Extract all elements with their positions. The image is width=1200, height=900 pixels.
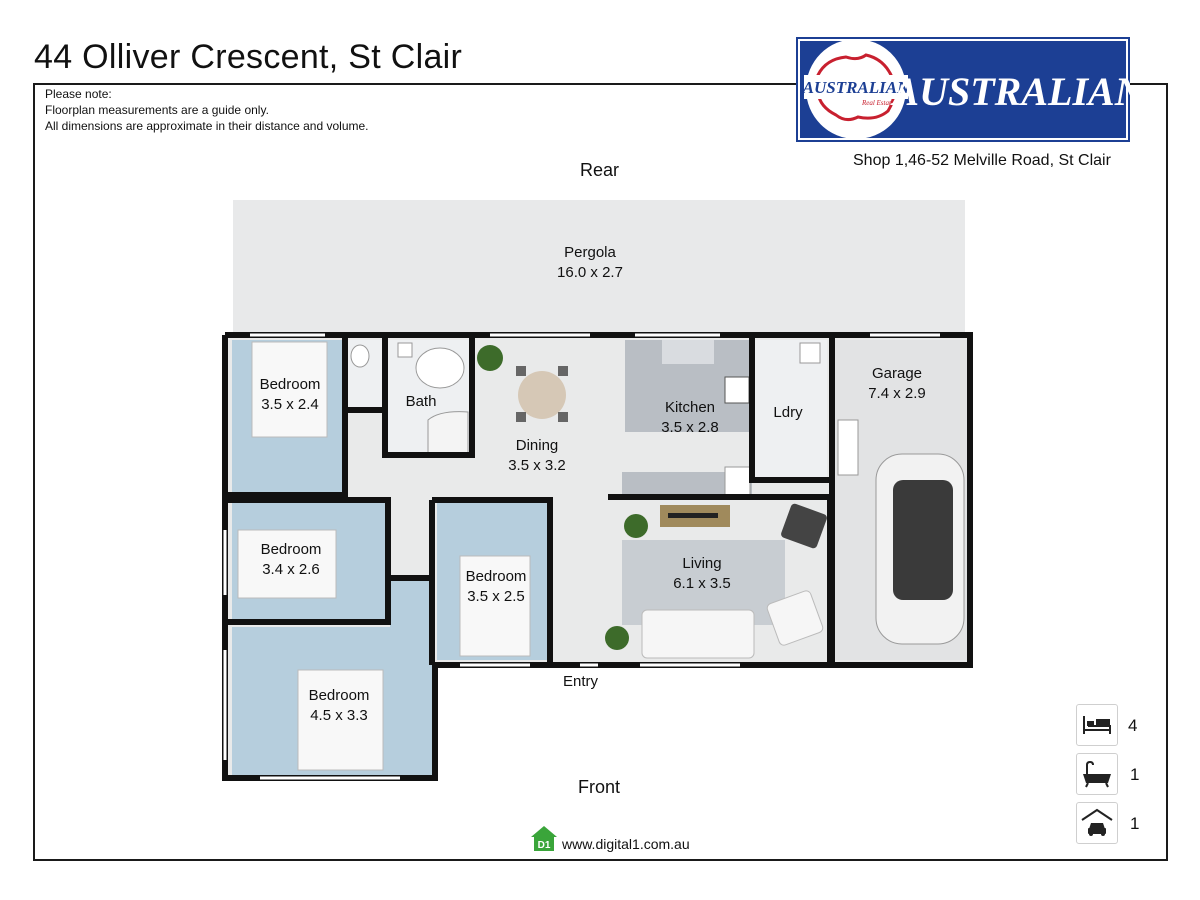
bedroom-4-label: Bedroom 4.5 x 3.3: [308, 687, 370, 724]
bed-icon: [297, 669, 384, 771]
living-label: Living 6.1 x 3.5: [673, 555, 731, 592]
bedroom-2-label: Bedroom 3.4 x 2.6: [260, 541, 322, 578]
tv-icon: [668, 513, 718, 518]
bed-icon: [251, 341, 328, 438]
windows: [223, 333, 940, 780]
bathtub-fixture: [415, 347, 465, 389]
shower-icon: [427, 411, 469, 452]
laundry-tub-icon: [799, 342, 821, 364]
bed-icon: [459, 555, 531, 657]
bath-feature: [1076, 753, 1118, 795]
plant-icon: [477, 345, 503, 371]
sofa-icon: [641, 609, 755, 659]
bedroom-3-label: Bedroom 3.5 x 2.5: [465, 568, 527, 605]
vanity-icon: [397, 342, 413, 358]
bathtub-icon: [1083, 760, 1111, 788]
agency-address: Shop 1,46-52 Melville Road, St Clair: [853, 152, 1111, 169]
disclaimer-note: Please note: Floorplan measurements are …: [45, 86, 369, 134]
note-heading: Please note:: [45, 87, 112, 101]
logo-emblem-subtext: Real Estate: [861, 99, 894, 107]
dining-table-icon: [518, 371, 566, 419]
bedroom-count: 4: [1128, 716, 1138, 735]
toilet-icon: [350, 344, 370, 368]
page-title: 44 Olliver Crescent, St Clair: [34, 38, 463, 76]
kitchen-sink-icon: [662, 340, 714, 364]
note-line-1: Floorplan measurements are a guide only.: [45, 103, 269, 117]
bed-icon: [1083, 716, 1111, 734]
laundry-label: Ldry: [773, 404, 803, 421]
bed-feature: [1076, 704, 1118, 746]
digital1-logo: D1: [529, 824, 559, 852]
agency-logo: AUSTRALIAN Real Estate AUSTRALIAN: [796, 37, 1146, 142]
logo-emblem-text: AUSTRALIAN: [802, 78, 910, 97]
armchair-icon: [766, 590, 824, 646]
garage-label: Garage 7.4 x 2.9: [868, 365, 926, 402]
garage-count: 1: [1130, 814, 1140, 833]
pergola-label: Pergola 16.0 x 2.7: [557, 244, 623, 281]
bed-icon: [237, 529, 337, 599]
pergola-area: [233, 200, 965, 335]
plant-icon: [624, 514, 648, 538]
garage-fixture: [837, 419, 859, 476]
garage-car-icon: [1081, 808, 1113, 836]
entry-label: Entry: [563, 673, 599, 690]
logo-wordmark: AUSTRALIAN: [889, 69, 1130, 114]
dark-armchair-icon: [781, 503, 827, 549]
cooktop-icon: [724, 376, 750, 404]
kitchen-label: Kitchen 3.5 x 2.8: [661, 399, 719, 436]
house-icon: D1: [531, 826, 557, 851]
rear-label: Rear: [580, 160, 620, 180]
dining-label: Dining 3.5 x 3.2: [508, 437, 566, 474]
garage-feature: [1076, 802, 1118, 844]
page-frame: [33, 83, 1168, 861]
logo-graphic: AUSTRALIAN Real Estate AUSTRALIAN: [796, 37, 1146, 142]
website-url: www.digital1.com.au: [562, 836, 690, 852]
front-label: Front: [578, 777, 621, 797]
bath-label: Bath: [405, 393, 437, 410]
bedroom-1-label: Bedroom 3.5 x 2.4: [259, 376, 321, 413]
bathroom-count: 1: [1130, 765, 1140, 784]
fridge-icon: [724, 466, 751, 496]
car-roof: [893, 480, 953, 600]
digital1-badge-text: D1: [538, 840, 551, 851]
plant-icon: [605, 626, 629, 650]
note-line-2: All dimensions are approximate in their …: [45, 119, 369, 133]
